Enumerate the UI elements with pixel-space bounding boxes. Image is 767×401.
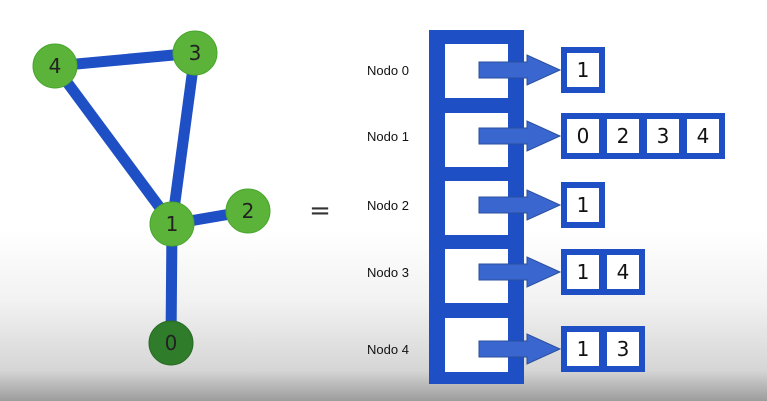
graph-edge-4-1 [50,62,177,228]
neighbor-cell [607,119,639,153]
row-label-4: Nodo 4 [367,342,409,357]
graph-node-label: 0 [165,331,178,355]
graph-edge-3-1 [166,52,201,225]
row-labels: Nodo 0 Nodo 1 Nodo 2 Nodo 3 Nodo 4 [367,63,409,357]
neighbor-value: 3 [617,337,630,361]
pointer-arrow-2 [478,189,562,221]
pointer-arrow-1 [478,120,562,152]
graph-node-label: 2 [242,199,255,223]
neighbor-value: 2 [617,124,630,148]
row-label-1: Nodo 1 [367,129,409,144]
neighbor-cell [567,188,599,222]
neighbor-cell [567,53,599,87]
neighbor-value: 0 [577,124,590,148]
neighbor-value: 1 [577,260,590,284]
graph-node-3: 3 [172,30,218,76]
neighbor-cell [647,119,679,153]
neighbor-list-1: 0 2 3 4 [561,113,725,159]
graph-node-1: 1 [149,201,195,247]
graph-node-label: 3 [189,41,202,65]
graph-node-label: 1 [166,212,179,236]
graph-node-circle [32,43,78,89]
graph-node-circle [148,320,194,366]
neighbor-value: 1 [577,193,590,217]
neighbor-cell [567,119,599,153]
graph-edges [50,47,249,344]
graph-node-circle [225,188,271,234]
pointer-arrow-0 [478,54,562,86]
neighbor-cell [687,119,719,153]
graph-node-circle [172,30,218,76]
neighbor-cell [607,255,639,289]
equals-sign: = [309,196,331,226]
neighbor-cell [567,255,599,289]
neighbor-cell [567,332,599,366]
neighbor-list-2: 1 [561,182,605,228]
row-label-2: Nodo 2 [367,198,409,213]
graph-node-0: 0 [148,320,194,366]
graph-node-circle [149,201,195,247]
pointer-arrow-4 [478,333,562,365]
neighbor-value: 4 [697,124,710,148]
graph-node-label: 4 [49,54,62,78]
neighbor-value: 3 [657,124,670,148]
pointer-arrow-3 [478,256,562,288]
neighbor-list-0: 1 [561,47,605,93]
neighbor-value: 1 [577,337,590,361]
neighbor-value: 1 [577,58,590,82]
row-label-3: Nodo 3 [367,265,409,280]
neighbor-value: 4 [617,260,630,284]
row-label-0: Nodo 0 [367,63,409,78]
graph-edge-4-3 [54,47,196,72]
pointer-arrows [478,54,562,365]
graph-node-4: 4 [32,43,78,89]
neighbor-cell [607,332,639,366]
graph-nodes: 4 3 1 2 0 [32,30,271,366]
graph-node-2: 2 [225,188,271,234]
